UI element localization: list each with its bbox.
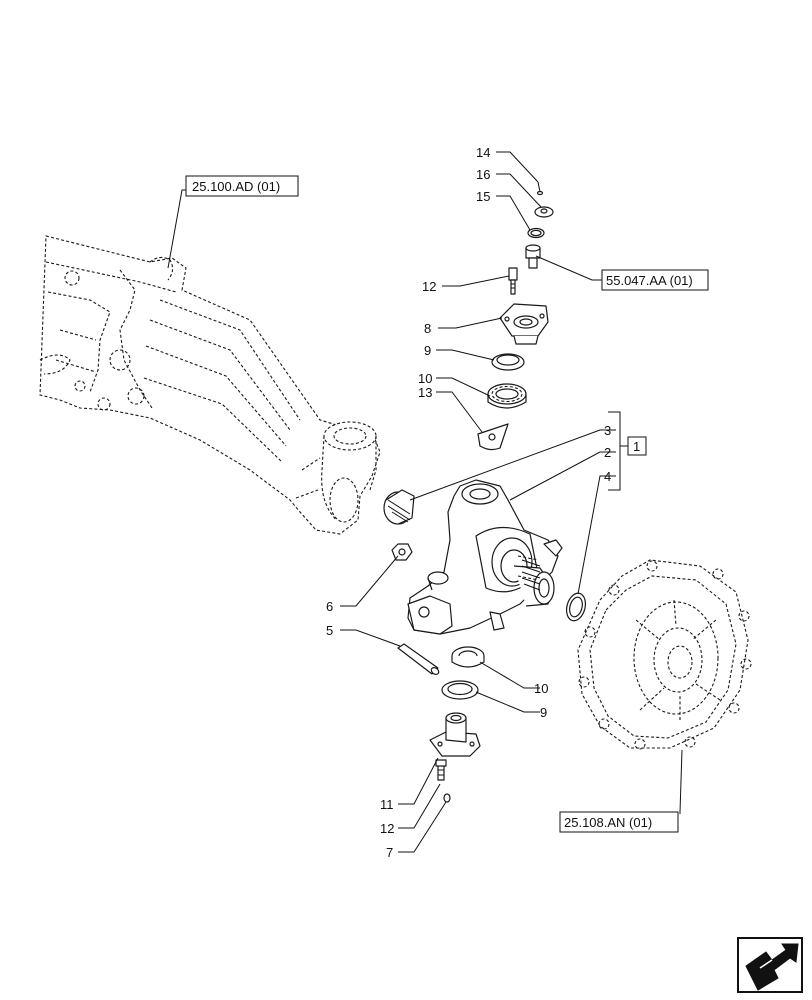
callout-labels: 14 16 15 12 8 9 10 13 3 2 4 6 5 10 9 11 … — [326, 145, 647, 860]
part-5-pin — [397, 643, 440, 675]
callout-12-upper: 12 — [422, 279, 436, 294]
callout-10-upper: 10 — [418, 371, 432, 386]
callout-7: 7 — [386, 845, 393, 860]
part-2-steering-knuckle — [407, 479, 563, 635]
callout-9-upper: 9 — [424, 343, 431, 358]
part-4-o-ring — [565, 592, 587, 622]
part-3-bushing — [383, 489, 415, 525]
part-10-bearing-lower — [451, 646, 485, 668]
callout-4: 4 — [604, 469, 611, 484]
part-12-bolt-upper — [508, 267, 518, 295]
callout-2: 2 — [604, 445, 611, 460]
part-grease-fitting — [525, 244, 541, 269]
kit-label: 1 — [633, 439, 640, 454]
callout-6: 6 — [326, 599, 333, 614]
leader-lines — [167, 151, 683, 853]
part-13-shim — [477, 423, 509, 451]
part-11-lower-king-pin — [429, 712, 481, 757]
ref-box-final-drive[interactable]: 25.108.AN (01) — [559, 811, 679, 833]
ref-hydraulic-text[interactable]: 55.047.AA (01) — [606, 273, 693, 288]
axle-housing — [39, 235, 381, 535]
callout-3: 3 — [604, 423, 611, 438]
part-9-seal-lower — [441, 680, 479, 700]
callout-11: 11 — [380, 797, 394, 812]
ref-box-hydraulic[interactable]: 55.047.AA (01) — [601, 269, 709, 291]
next-page-arrow-icon[interactable] — [737, 937, 803, 993]
part-6-nut — [391, 543, 413, 561]
part-10-bearing-upper — [487, 383, 527, 409]
part-16-cover-plate — [534, 206, 554, 218]
kit-box — [627, 436, 647, 456]
final-drive-housing — [577, 559, 752, 750]
callout-9-lower: 9 — [540, 705, 547, 720]
callout-12-lower: 12 — [380, 821, 394, 836]
ref-axle-text[interactable]: 25.100.AD (01) — [192, 179, 280, 194]
part-7-washer — [443, 793, 451, 803]
callout-16: 16 — [476, 167, 490, 182]
part-9-seal-upper — [491, 353, 525, 371]
callout-14: 14 — [476, 145, 490, 160]
part-14-screw — [536, 181, 544, 196]
part-12-bolt-lower — [435, 759, 447, 781]
callout-13: 13 — [418, 385, 432, 400]
ref-box-axle[interactable]: 25.100.AD (01) — [185, 175, 299, 197]
callout-5: 5 — [326, 623, 333, 638]
part-8-king-pin-flange — [499, 303, 549, 345]
callout-8: 8 — [424, 321, 431, 336]
part-15-o-ring — [527, 227, 545, 239]
ref-final-drive-text[interactable]: 25.108.AN (01) — [564, 815, 652, 830]
callout-10-lower: 10 — [534, 681, 548, 696]
callout-15: 15 — [476, 189, 490, 204]
